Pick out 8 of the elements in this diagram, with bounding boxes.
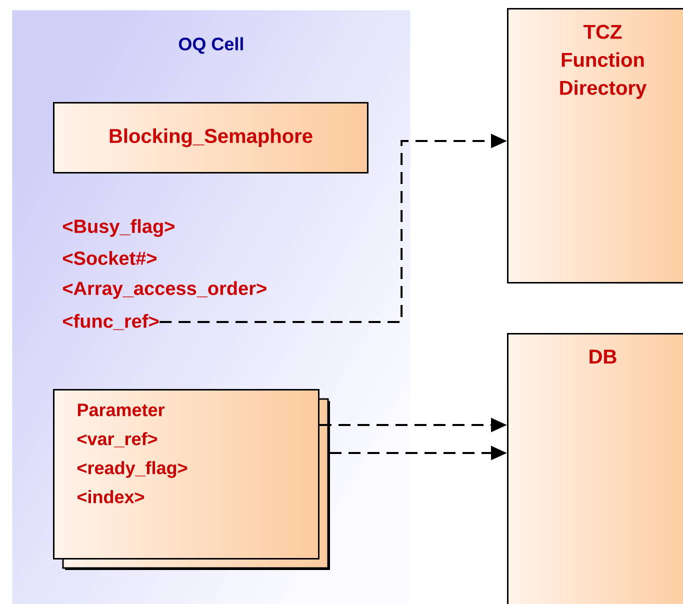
field-text: <Busy_flag> [63,219,174,237]
directory-box: TCZ Function Directory [507,8,683,284]
semaphore-box: Blocking_Semaphore [53,102,368,174]
field-text: <Array_access_order> [63,281,266,299]
field-text: <Socket#> [63,251,156,265]
parameter-stack: Parameter <var_ref> <ready_flag> <index> [53,389,330,570]
field-text: <func_ref> [63,314,159,330]
directory-box: DB [507,333,683,604]
